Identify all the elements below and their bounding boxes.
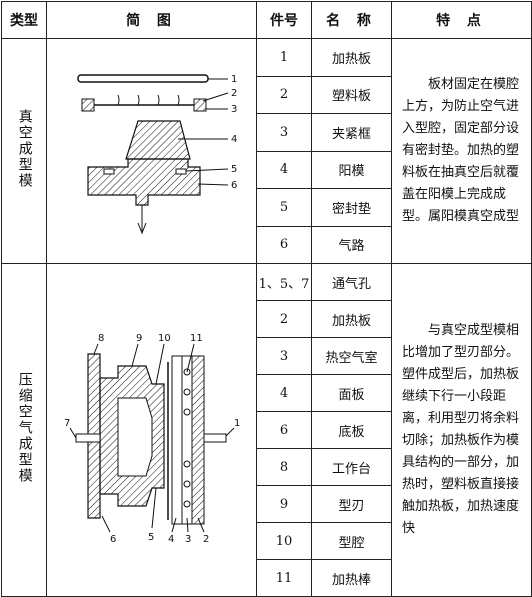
part-no: 11 bbox=[256, 559, 312, 597]
part-no: 8 bbox=[256, 448, 312, 486]
label-11: 11 bbox=[190, 333, 203, 344]
label-1: 1 bbox=[231, 74, 237, 85]
part-no: 4 bbox=[256, 150, 312, 189]
part-no: 10 bbox=[256, 522, 312, 560]
part-no: 5 bbox=[256, 188, 312, 227]
label-9: 9 bbox=[136, 333, 142, 344]
part-no: 1、5、7 bbox=[256, 263, 312, 301]
hot-air-chamber bbox=[181, 355, 192, 525]
part-no: 2 bbox=[256, 75, 312, 114]
table-row: 压缩空气成型模 bbox=[1, 263, 532, 597]
type-label: 真空成型模 bbox=[16, 109, 33, 189]
part-name: 热空气室 bbox=[311, 337, 392, 375]
header-feature: 特 点 bbox=[391, 1, 532, 39]
type-label: 压缩空气成型模 bbox=[16, 372, 33, 484]
label-7: 7 bbox=[64, 418, 70, 429]
part-name: 气路 bbox=[311, 225, 392, 264]
part-name: 加热板 bbox=[311, 38, 392, 77]
part-no: 1 bbox=[256, 38, 312, 77]
table-row: 真空成型模 bbox=[1, 38, 532, 264]
label-5: 5 bbox=[231, 164, 237, 175]
label-3: 3 bbox=[231, 104, 237, 115]
label-6: 6 bbox=[110, 534, 116, 545]
label-8: 8 bbox=[98, 333, 104, 344]
seal-left bbox=[103, 168, 114, 175]
part-no: 9 bbox=[256, 485, 312, 523]
part-name: 密封垫 bbox=[311, 188, 392, 227]
label-2: 2 bbox=[231, 88, 237, 99]
type-cell-vacuum: 真空成型模 bbox=[1, 38, 47, 264]
label-4: 4 bbox=[231, 134, 237, 145]
part-name: 工作台 bbox=[311, 448, 392, 486]
header-figure: 简 图 bbox=[46, 1, 257, 39]
part-no: 6 bbox=[256, 411, 312, 449]
label-1: 1 bbox=[234, 418, 240, 429]
header-type: 类型 bbox=[1, 1, 47, 39]
label-4: 4 bbox=[168, 534, 174, 545]
header-name: 名 称 bbox=[311, 1, 392, 39]
seal-right bbox=[175, 168, 186, 175]
label-10: 10 bbox=[158, 333, 171, 344]
feature-vacuum: 板材固定在模腔上方，为防止空气进入型腔，固定部分设有密封垫。加热的塑料板在抽真空… bbox=[391, 38, 532, 264]
clamp-left bbox=[81, 98, 94, 112]
feature-compressed-air: 与真空成型模相比增加了型刃部分。塑件成型后，加热板继续下行一小段距离，利用型刃将… bbox=[391, 263, 532, 597]
part-no: 2 bbox=[256, 300, 312, 338]
part-name: 型腔 bbox=[311, 522, 392, 560]
part-name: 阳模 bbox=[311, 150, 392, 189]
heater-plate bbox=[171, 355, 182, 525]
heat-waves bbox=[117, 94, 179, 106]
part-name: 底板 bbox=[311, 411, 392, 449]
part-name: 夹紧框 bbox=[311, 113, 392, 152]
part-name: 加热棒 bbox=[311, 559, 392, 597]
part-no: 6 bbox=[256, 225, 312, 264]
part-no: 4 bbox=[256, 374, 312, 412]
face-plate bbox=[191, 355, 204, 525]
header-part-no: 件号 bbox=[256, 1, 312, 39]
part-no: 3 bbox=[256, 113, 312, 152]
vent-1 bbox=[203, 433, 226, 443]
part-name: 加热板 bbox=[311, 300, 392, 338]
heater-plate bbox=[76, 74, 209, 83]
arrow-icon bbox=[137, 222, 146, 235]
label-3: 3 bbox=[185, 534, 191, 545]
part-name: 通气孔 bbox=[311, 263, 392, 301]
label-6: 6 bbox=[231, 180, 237, 191]
type-cell-compressed-air: 压缩空气成型模 bbox=[1, 263, 47, 597]
vacuum-mold-diagram: 1 2 3 4 5 6 bbox=[46, 38, 257, 264]
compressed-air-mold-diagram: 8 9 10 11 7 1 5 6 4 3 2 bbox=[46, 263, 257, 597]
heating-rods bbox=[183, 368, 190, 508]
part-name: 面板 bbox=[311, 374, 392, 412]
part-name: 型刃 bbox=[311, 485, 392, 523]
vent-7 bbox=[75, 433, 100, 443]
label-5: 5 bbox=[148, 532, 154, 543]
header-row: 类型 简 图 件号 名 称 特 点 bbox=[1, 1, 532, 39]
mold-base bbox=[86, 158, 201, 206]
part-name: 塑料板 bbox=[311, 75, 392, 114]
label-2: 2 bbox=[203, 534, 209, 545]
male-mold bbox=[124, 120, 191, 160]
cavity bbox=[117, 397, 152, 477]
part-no: 3 bbox=[256, 337, 312, 375]
